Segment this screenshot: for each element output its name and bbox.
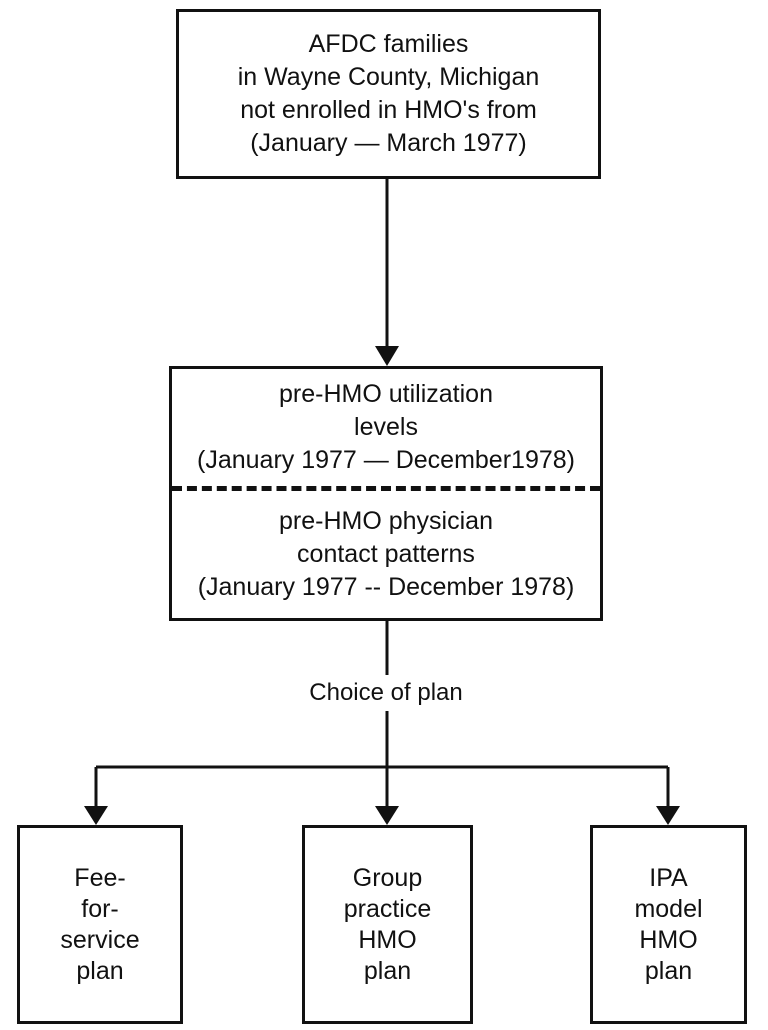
contact-patterns-line: contact patterns xyxy=(297,539,475,568)
plan-ipa-line-3: HMO xyxy=(639,925,698,954)
arrowhead-into-fee-for-service xyxy=(84,806,108,825)
utilization-levels-section: pre-HMO utilization levels (January 1977… xyxy=(172,369,600,486)
afdc-families-box: AFDC families in Wayne County, Michigan … xyxy=(176,9,601,179)
plan-fee-line-3: service xyxy=(60,925,140,954)
plan-group-line-3: HMO xyxy=(358,925,417,954)
plan-group-line-2: practice xyxy=(343,894,432,923)
physician-contact-section: pre-HMO physician contact patterns (Janu… xyxy=(172,491,600,618)
choice-of-plan-label: Choice of plan xyxy=(281,675,491,711)
arrowhead-into-group-practice xyxy=(375,806,399,825)
physician-period-line: (January 1977 -- December 1978) xyxy=(197,572,575,601)
plan-fee-line-1: Fee- xyxy=(74,863,126,892)
fee-for-service-plan-box: Fee- for- service plan xyxy=(17,825,183,1024)
plan-ipa-line-1: IPA xyxy=(649,863,688,892)
arrowhead-into-middle-box xyxy=(375,346,399,366)
plan-fee-line-4: plan xyxy=(76,956,124,985)
group-practice-hmo-plan-box: Group practice HMO plan xyxy=(302,825,473,1024)
not-enrolled-line: not enrolled in HMO's from xyxy=(240,96,537,124)
dashed-divider xyxy=(172,485,600,491)
plan-fee-line-2: for- xyxy=(81,894,119,923)
enrollment-period-line: (January — March 1977) xyxy=(250,129,527,157)
utilization-title-line: pre-HMO utilization xyxy=(279,379,493,408)
plan-group-line-4: plan xyxy=(363,956,412,985)
pre-hmo-box: pre-HMO utilization levels (January 1977… xyxy=(169,366,603,621)
utilization-levels-line: levels xyxy=(354,412,418,441)
utilization-period-line: (January 1977 — December1978) xyxy=(197,445,575,474)
wayne-county-line: in Wayne County, Michigan xyxy=(237,63,540,91)
ipa-model-hmo-plan-box: IPA model HMO plan xyxy=(590,825,747,1024)
plan-group-line-1: Group xyxy=(352,863,423,892)
afdc-families-line: AFDC families xyxy=(308,30,469,58)
arrowhead-into-ipa-model xyxy=(656,806,680,825)
plan-ipa-line-2: model xyxy=(634,894,703,923)
plan-ipa-line-4: plan xyxy=(644,956,693,985)
physician-title-line: pre-HMO physician xyxy=(279,506,493,535)
